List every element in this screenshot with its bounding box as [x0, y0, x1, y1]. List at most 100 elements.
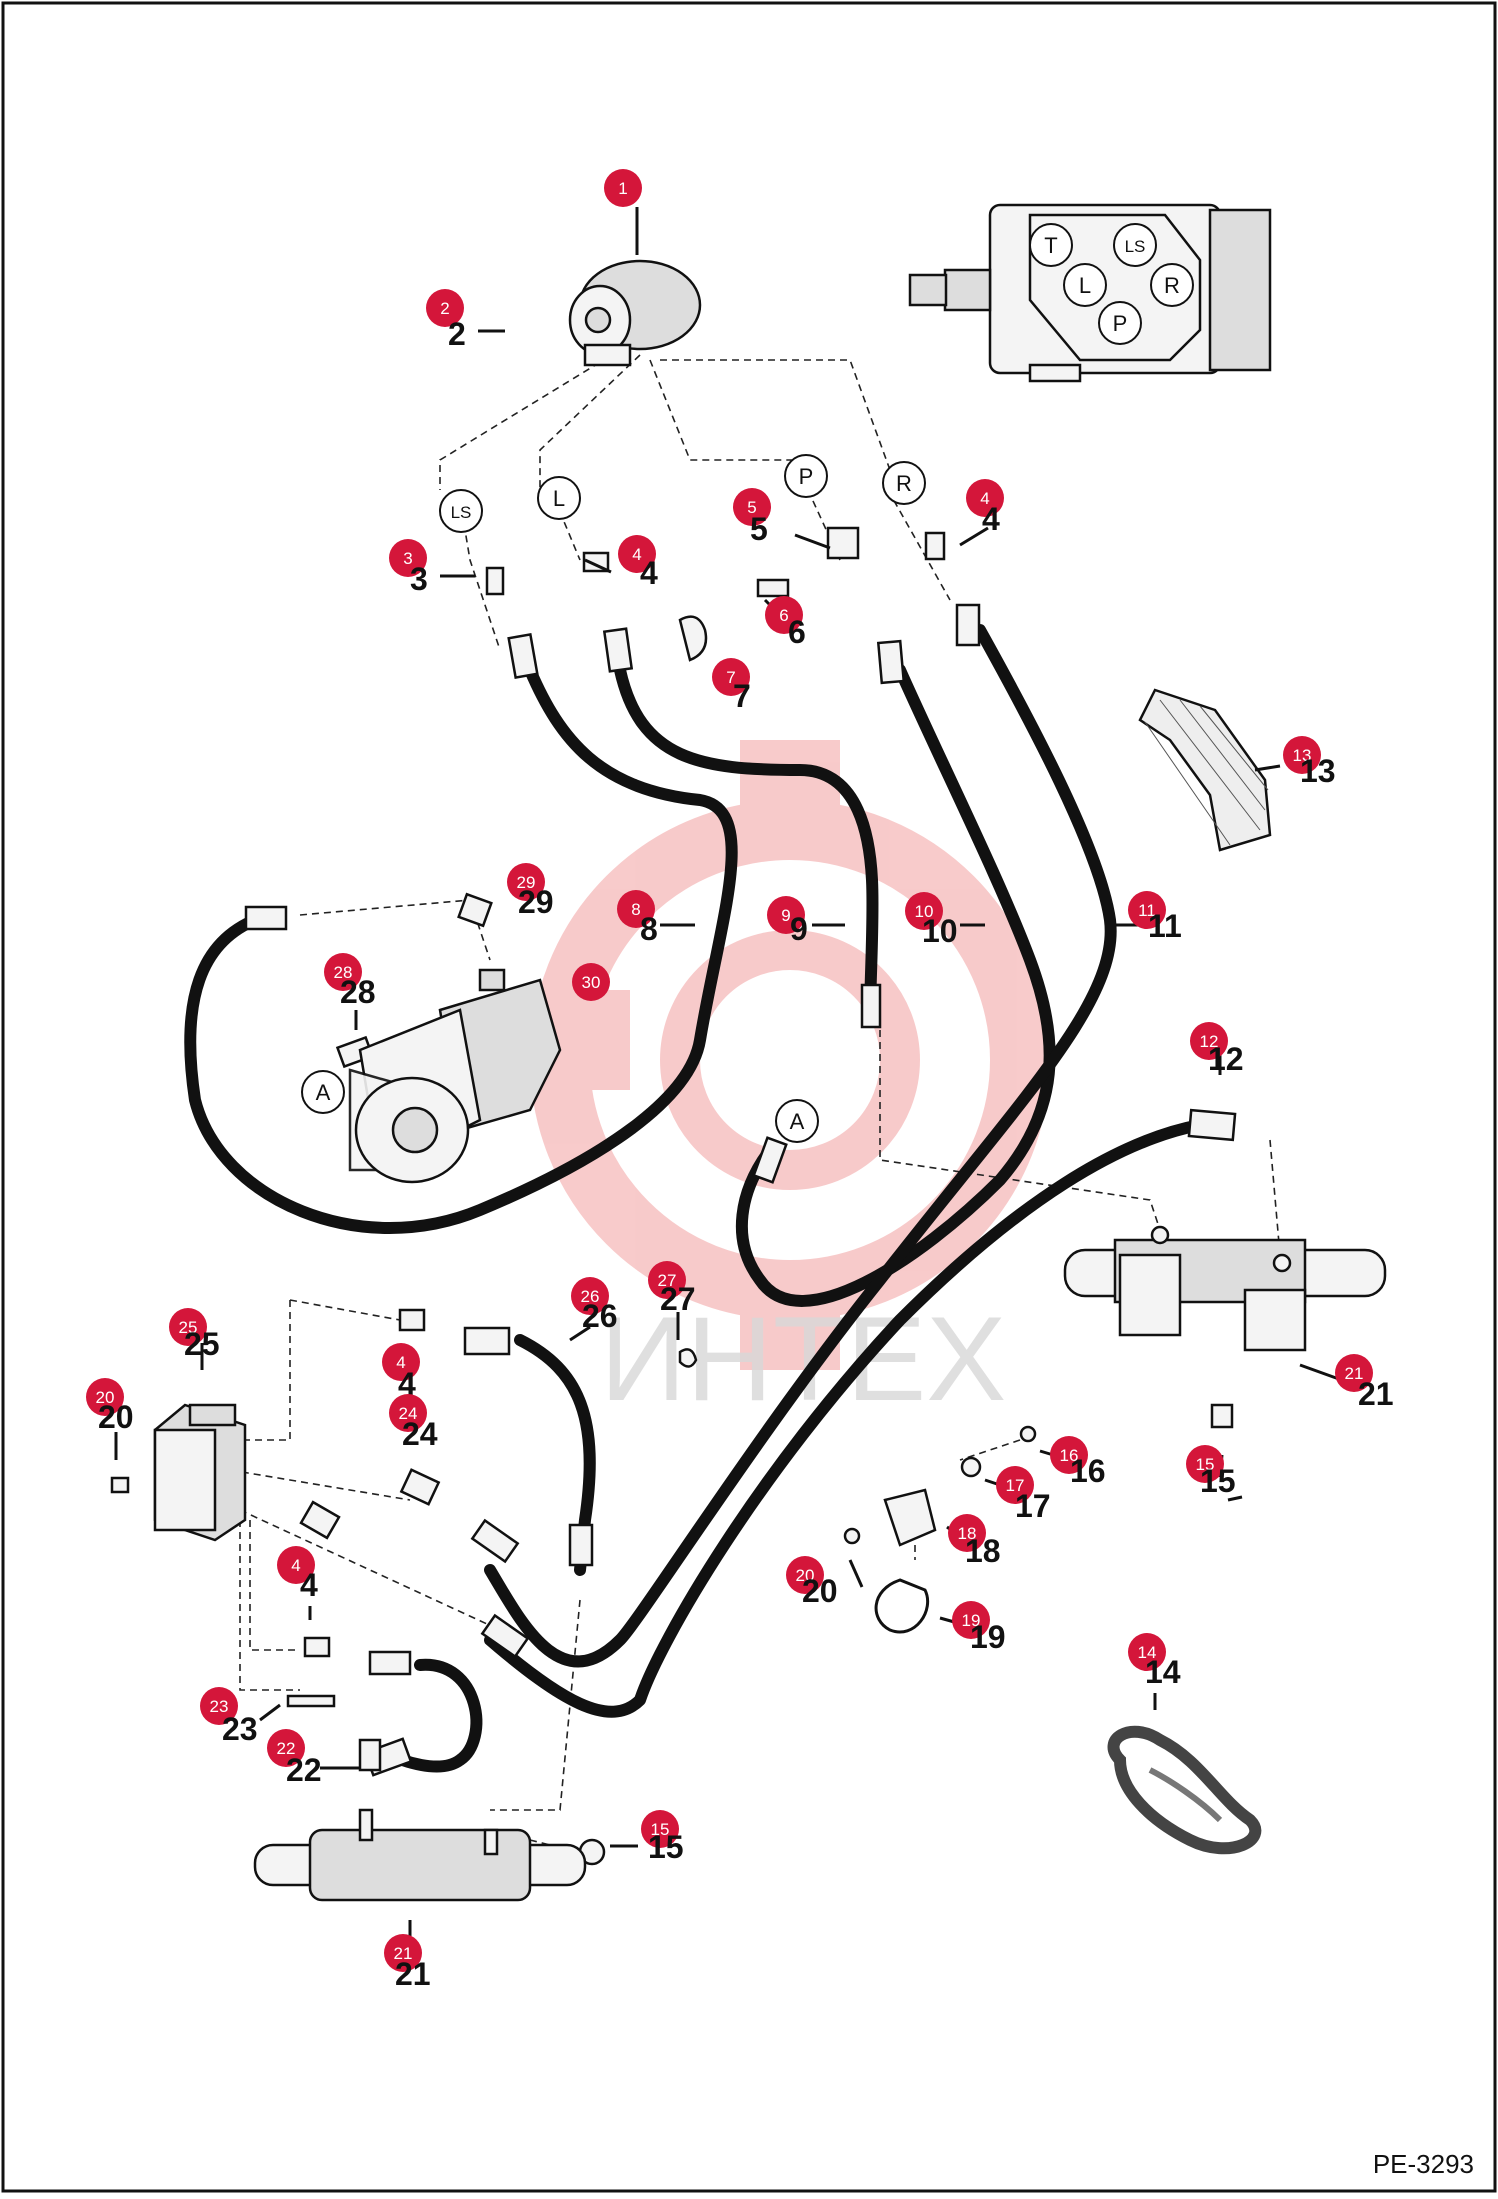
- hoses: [184, 624, 1206, 1773]
- callout-9: 9 9: [767, 896, 808, 947]
- svg-text:9: 9: [781, 906, 790, 925]
- watermark-text: ИНТЕХ: [600, 1292, 1006, 1426]
- callout-3: 3 3: [389, 539, 428, 597]
- svg-text:R: R: [896, 471, 912, 496]
- callouts: 1 2 2 3 3 4 4 5 5 4 4 6 6 7 7: [86, 169, 1394, 1992]
- svg-text:16: 16: [1070, 1453, 1106, 1489]
- svg-text:19: 19: [962, 1611, 981, 1630]
- callout-20a: 20 20: [86, 1378, 134, 1435]
- callout-13: 13 13: [1283, 736, 1336, 789]
- svg-text:21: 21: [1358, 1376, 1394, 1412]
- svg-text:4: 4: [640, 555, 658, 591]
- svg-text:4: 4: [300, 1567, 318, 1603]
- svg-text:16: 16: [1060, 1446, 1079, 1465]
- callout-5: 5 5: [733, 488, 771, 547]
- svg-text:26: 26: [581, 1287, 600, 1306]
- svg-text:P: P: [1113, 311, 1128, 336]
- svg-text:2: 2: [440, 299, 449, 318]
- svg-text:11: 11: [1138, 901, 1156, 920]
- callout-15a: 15 15: [1186, 1445, 1236, 1499]
- valve-port-view: T LS L R P: [908, 203, 1272, 383]
- svg-text:T: T: [1044, 233, 1057, 258]
- callout-24: 24 24: [389, 1394, 438, 1452]
- diagram-code: PE-3293: [1372, 2149, 1474, 2179]
- callout-23: 23 23: [200, 1687, 258, 1747]
- svg-text:14: 14: [1145, 1654, 1181, 1690]
- svg-text:28: 28: [334, 963, 353, 982]
- svg-text:18: 18: [958, 1524, 977, 1543]
- callout-29: 29 29: [507, 863, 554, 920]
- svg-text:10: 10: [915, 902, 934, 921]
- svg-text:20: 20: [802, 1573, 838, 1609]
- svg-text:R: R: [1164, 273, 1180, 298]
- svg-text:3: 3: [403, 549, 412, 568]
- svg-text:27: 27: [660, 1281, 696, 1317]
- port-p-circle: P: [784, 454, 828, 498]
- svg-text:7: 7: [733, 678, 751, 714]
- svg-text:15: 15: [651, 1820, 670, 1839]
- svg-text:15: 15: [648, 1829, 684, 1865]
- svg-text:17: 17: [1015, 1488, 1051, 1524]
- svg-text:21: 21: [1345, 1364, 1364, 1383]
- svg-text:29: 29: [518, 884, 554, 920]
- callout-12: 12 12: [1190, 1022, 1244, 1077]
- svg-text:25: 25: [184, 1326, 220, 1362]
- svg-text:17: 17: [1006, 1476, 1025, 1495]
- svg-text:20: 20: [96, 1388, 115, 1407]
- svg-text:P: P: [799, 464, 814, 489]
- port-ls-circle: LS: [439, 489, 483, 533]
- callout-4c: 4 4: [382, 1343, 420, 1402]
- callout-6: 6 6: [765, 596, 806, 650]
- svg-text:9: 9: [790, 911, 808, 947]
- svg-text:18: 18: [965, 1533, 1001, 1569]
- svg-text:21: 21: [394, 1944, 413, 1963]
- hose-sleeve: [1138, 688, 1272, 852]
- svg-text:20: 20: [98, 1399, 134, 1435]
- svg-text:4: 4: [396, 1353, 405, 1372]
- svg-text:5: 5: [750, 511, 768, 547]
- svg-text:15: 15: [1196, 1455, 1215, 1474]
- svg-text:4: 4: [291, 1556, 300, 1575]
- callout-21b: 21 21: [384, 1934, 431, 1992]
- hydraulic-pump: [348, 968, 562, 1184]
- valve-port-t: T: [1029, 223, 1073, 267]
- callout-7: 7 7: [712, 658, 751, 714]
- callout-10: 10 10: [905, 892, 958, 949]
- svg-text:L: L: [1079, 273, 1091, 298]
- svg-text:22: 22: [277, 1739, 296, 1758]
- valve-port-l: L: [1063, 263, 1107, 307]
- svg-text:24: 24: [402, 1416, 438, 1452]
- svg-text:15: 15: [1200, 1463, 1236, 1499]
- dashed-connections: [225, 349, 1281, 1856]
- svg-text:22: 22: [286, 1752, 322, 1788]
- valve-block: [153, 1403, 247, 1542]
- callout-4d: 4 4: [277, 1546, 318, 1603]
- svg-text:20: 20: [796, 1566, 815, 1585]
- svg-text:11: 11: [1148, 908, 1182, 944]
- callout-27: 27 27: [648, 1261, 696, 1317]
- callout-16: 16 16: [1050, 1436, 1106, 1489]
- watermark-logo: [530, 740, 1050, 1370]
- svg-text:7: 7: [726, 668, 735, 687]
- connector-a-hose: A: [775, 1099, 819, 1143]
- callout-15b: 15 15: [641, 1810, 684, 1865]
- svg-text:28: 28: [340, 974, 376, 1010]
- callout-17: 17 17: [996, 1466, 1051, 1524]
- callout-30: 30: [572, 963, 610, 1001]
- svg-text:12: 12: [1208, 1041, 1244, 1077]
- svg-text:8: 8: [631, 900, 640, 919]
- port-r-circle: R: [882, 461, 926, 505]
- valve-port-ls: LS: [1113, 223, 1157, 267]
- svg-text:13: 13: [1293, 746, 1312, 765]
- valve-port-p: P: [1098, 301, 1142, 345]
- callout-1: 1: [604, 169, 642, 207]
- callout-4b: 4 4: [966, 479, 1004, 537]
- svg-text:A: A: [316, 1080, 331, 1105]
- svg-text:21: 21: [395, 1956, 431, 1992]
- callout-14: 14 14: [1128, 1633, 1181, 1690]
- svg-text:29: 29: [517, 873, 536, 892]
- connector-a-pump: A: [301, 1070, 345, 1114]
- hose-fittings: [244, 603, 1237, 1777]
- callout-18: 18 18: [948, 1514, 1001, 1569]
